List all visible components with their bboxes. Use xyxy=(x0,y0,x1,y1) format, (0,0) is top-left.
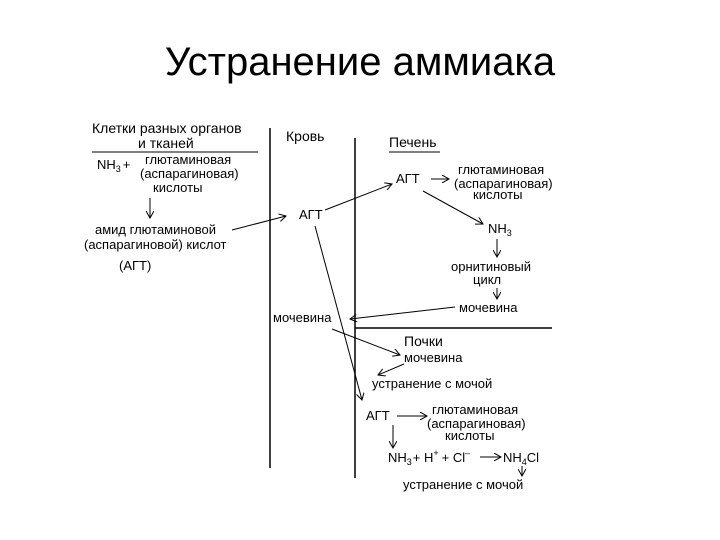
blood-agt: АГТ xyxy=(299,207,323,222)
liver-acids-line2: (аспарагиновая) xyxy=(454,176,553,191)
kidneys-equation: NH3+ H++ Cl– xyxy=(388,448,470,467)
arrow-blood-urea-to-kidneys xyxy=(331,328,400,355)
cells-amide-line3: (АГТ) xyxy=(119,258,151,273)
cells-amide-line1: амид глютаминовой xyxy=(95,222,216,237)
cells-acids-line2: (аспарагиновая) xyxy=(140,166,239,181)
liver-acids-line3: кислоты xyxy=(473,187,522,202)
arrow-blood-agt-to-kidneys xyxy=(314,225,362,400)
liver-cycle-line2: цикл xyxy=(473,272,501,287)
arrow-liver-agt-to-nh3 xyxy=(422,190,483,224)
cells-header-line2: и тканей xyxy=(138,135,194,151)
kidneys-acids-line3: кислоты xyxy=(445,428,494,443)
slide-title: Устранение аммиака xyxy=(164,40,556,84)
liver-header: Печень xyxy=(389,134,437,150)
liver-urea: мочевина xyxy=(459,300,518,315)
liver-cycle-line1: орнитиновый xyxy=(451,259,531,274)
blood-urea: мочевина xyxy=(273,310,332,325)
kidneys-excretion-2: устранение с мочой xyxy=(403,477,523,492)
liver-nh3: NH3 xyxy=(488,221,512,238)
cells-acids-line3: кислоты xyxy=(153,180,202,195)
kidneys-acids-line1: глютаминовая xyxy=(432,402,518,417)
liver-acids-line1: глютаминовая xyxy=(458,162,544,177)
kidneys-excretion-1: устранение с мочой xyxy=(372,376,492,391)
cells-amide-line2: (аспарагиновой) кислот xyxy=(84,237,227,252)
kidneys-urea: мочевина xyxy=(404,350,463,365)
cells-header-line1: Клетки разных органов xyxy=(92,120,242,136)
blood-header: Кровь xyxy=(286,128,324,144)
arrow-kidney-urea-to-excretion xyxy=(378,363,405,375)
kidneys-header: Почки xyxy=(404,333,443,349)
arrow-blood-agt-to-liver xyxy=(324,184,392,211)
arrow-amide-to-blood xyxy=(231,216,286,231)
kidneys-agt: АГТ xyxy=(366,408,390,423)
arrow-liver-urea-to-blood xyxy=(350,306,456,319)
kidneys-nh4cl: NH4Cl xyxy=(503,450,539,467)
cells-nh3: NH3+ xyxy=(97,157,130,174)
cells-acids-line1: глютаминовая xyxy=(145,152,231,167)
liver-agt: АГТ xyxy=(396,171,420,186)
kidneys-acids-line2: (аспарагиновая) xyxy=(427,416,526,431)
